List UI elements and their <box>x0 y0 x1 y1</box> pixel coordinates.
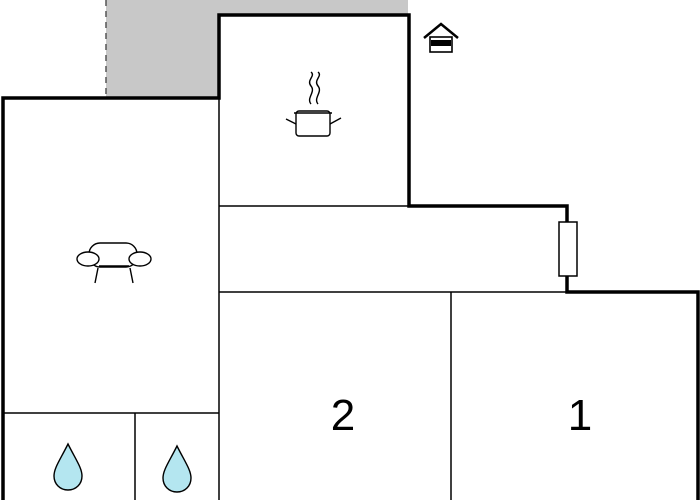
cooking-pot-icon <box>285 71 342 137</box>
sofa-icon <box>76 242 152 284</box>
interior-walls <box>3 98 567 500</box>
house-entrance-icon <box>423 22 459 53</box>
water-drop-icon <box>162 444 192 493</box>
water-drop-icon <box>53 442 83 491</box>
door-icon <box>558 221 578 277</box>
bedroom-2-label: 2 <box>331 391 355 440</box>
bedroom-1-label: 1 <box>568 391 592 440</box>
exterior-wall <box>1 13 700 500</box>
